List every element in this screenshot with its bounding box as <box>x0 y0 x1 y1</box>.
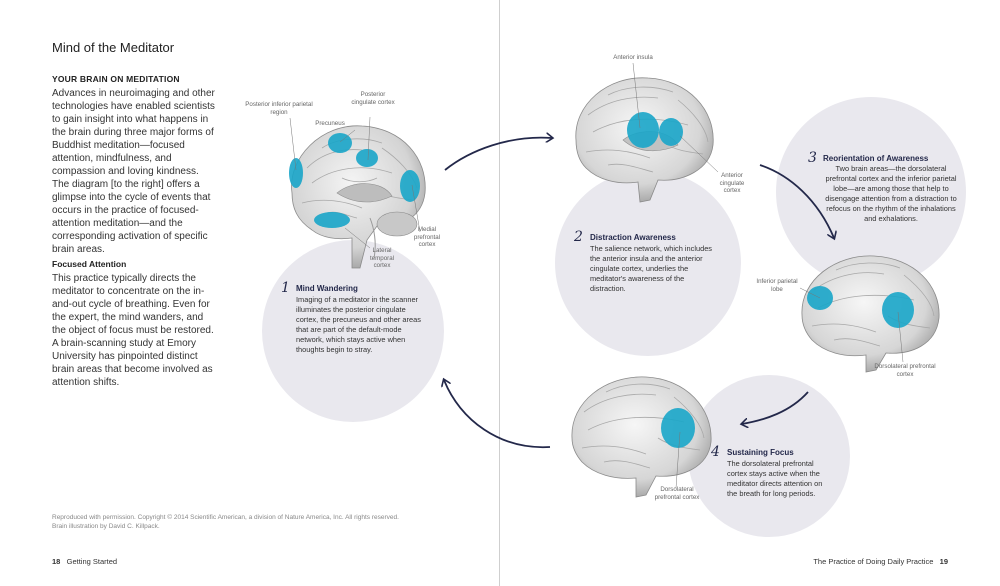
label-posterior-inferior-parietal: Posterior inferior parietal region <box>244 101 314 116</box>
label-lateral-temporal: Lateral temporal cortex <box>362 247 402 270</box>
step-2-title: Distraction Awareness <box>590 233 676 242</box>
label-anterior-cingulate: Anterior cingulate cortex <box>712 172 752 195</box>
label-medial-prefrontal: Medial prefrontal cortex <box>405 226 449 249</box>
step-2-text: The salience network, which includes the… <box>590 244 715 294</box>
step-4-title: Sustaining Focus <box>727 448 794 457</box>
step-2-number: 2 <box>574 229 583 245</box>
step-3-number: 3 <box>808 150 817 166</box>
step-1-text: Imaging of a meditator in the scanner il… <box>296 295 428 355</box>
arrow-1-to-2 <box>445 138 552 170</box>
label-posterior-cingulate: Posterior cingulate cortex <box>350 91 396 106</box>
step-4-number: 4 <box>711 444 720 460</box>
step-3-text: Two brain areas—the dorsolateral prefron… <box>822 164 960 224</box>
label-dorsolateral-4: Dorsolateral prefrontal cortex <box>652 486 702 501</box>
label-precuneus: Precuneus <box>305 120 355 128</box>
arrow-4-to-1 <box>444 380 550 447</box>
label-dorsolateral-3: Dorsolateral prefrontal cortex <box>870 363 940 378</box>
step-3-title: Reorientation of Awareness <box>823 154 928 163</box>
step-1-title: Mind Wandering <box>296 284 358 293</box>
step-4-text: The dorsolateral prefrontal cortex stays… <box>727 459 831 499</box>
label-anterior-insula: Anterior insula <box>598 54 668 62</box>
arrow-3-to-4 <box>742 392 808 424</box>
step-1-number: 1 <box>281 280 290 296</box>
label-inferior-parietal: Inferior parietal lobe <box>752 278 802 293</box>
